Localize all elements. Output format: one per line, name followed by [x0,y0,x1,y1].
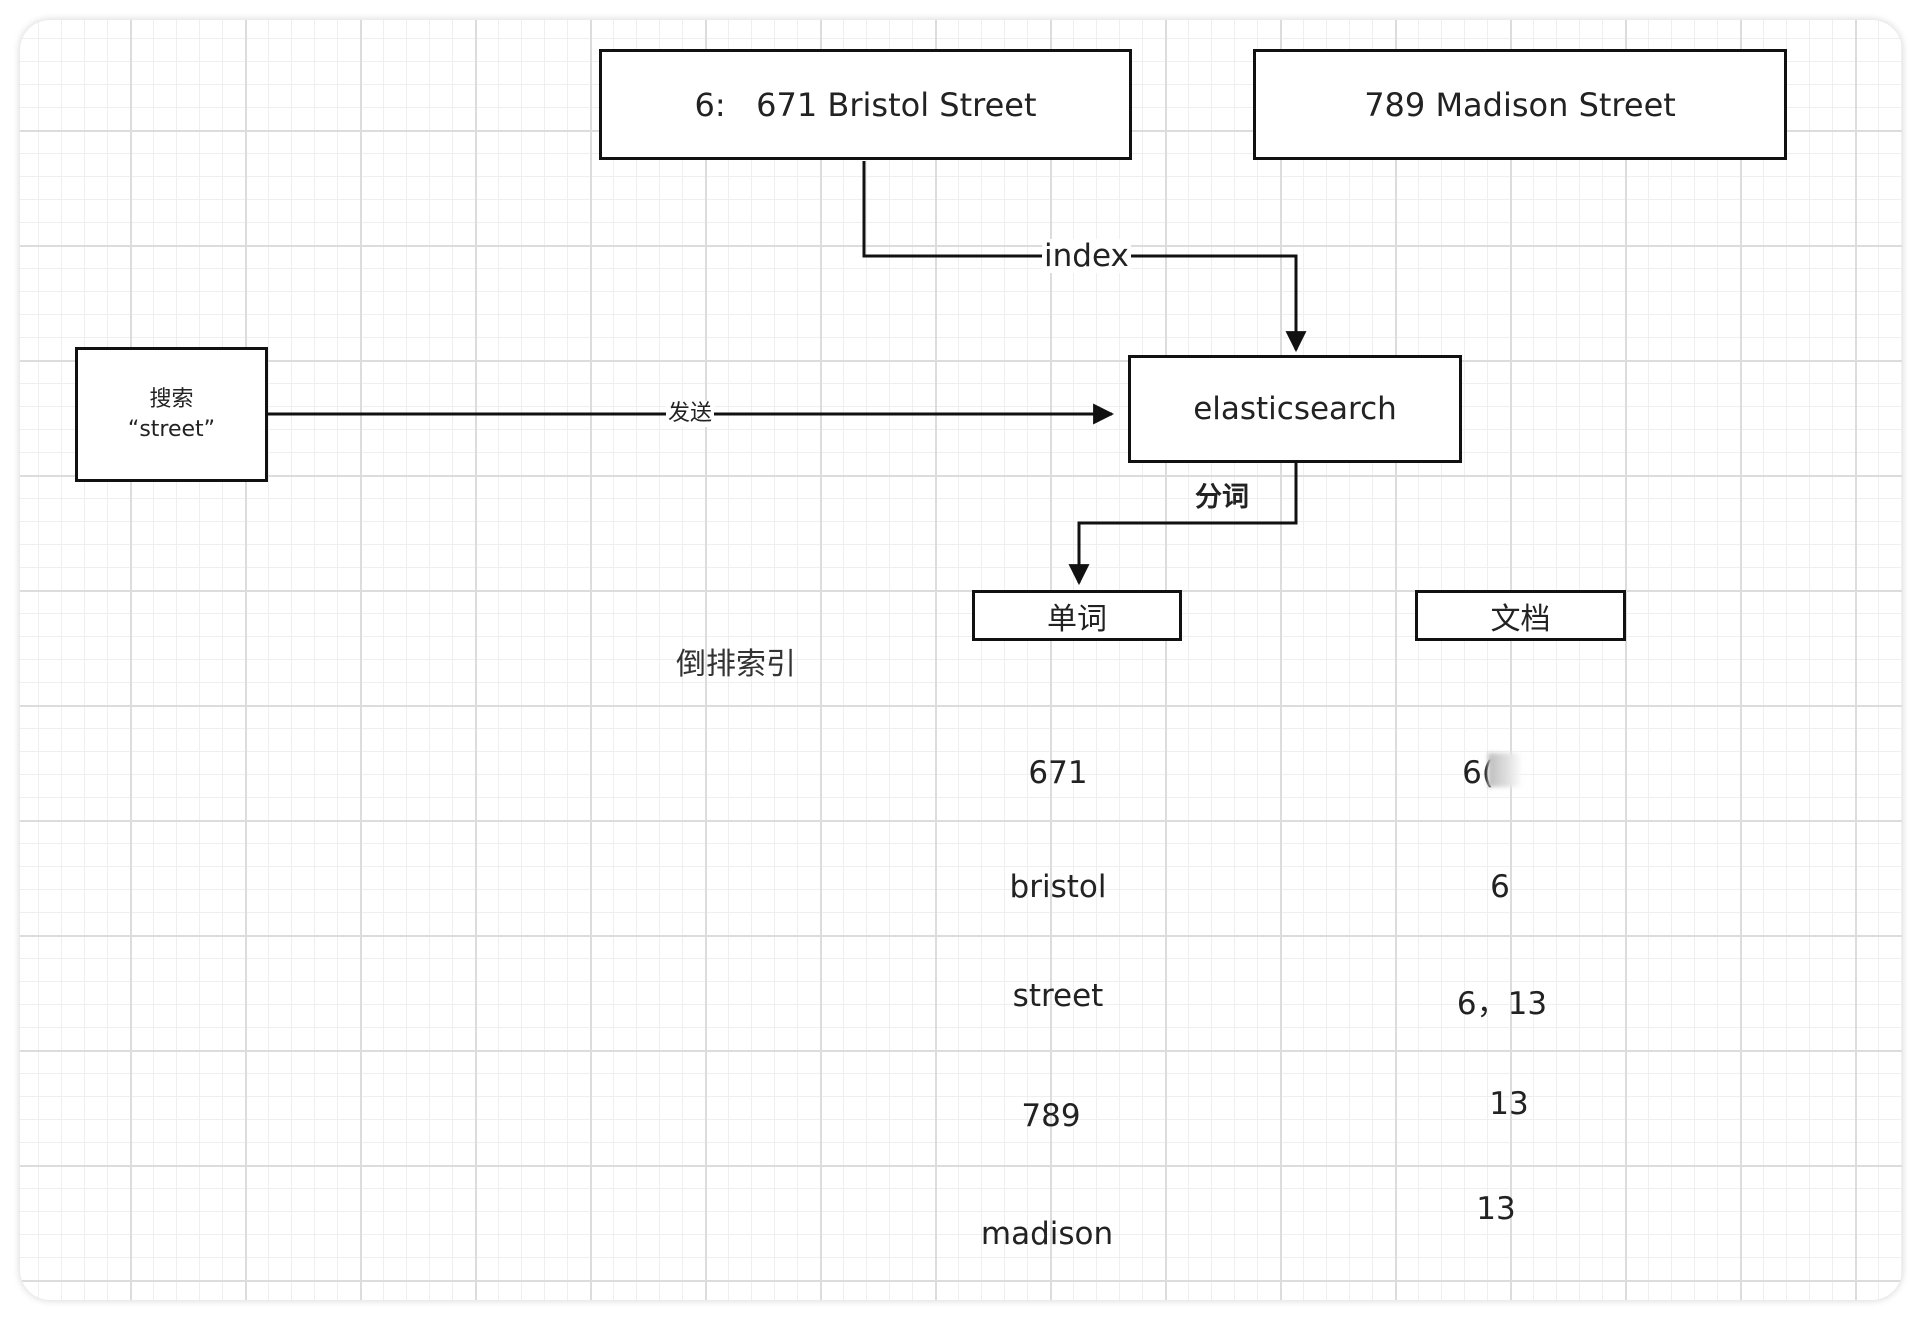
term-cell-671: 671 [1028,755,1088,791]
term-column-header: 单词 [972,590,1182,641]
search-query-box[interactable]: 搜索 “street” [75,347,268,482]
document-box-789-madison[interactable]: 789 Madison Street [1253,49,1787,160]
tokenize-connector [1068,461,1298,586]
document-box-671-bristol[interactable]: 6: 671 Bristol Street [599,49,1132,160]
tokenize-edge-label: 分词 [1195,482,1249,513]
elasticsearch-node[interactable]: elasticsearch [1128,355,1462,463]
term-cell-bristol: bristol [1009,869,1107,905]
docs-cell-bristol: 6 [1490,869,1510,905]
document-text: 6: 671 Bristol Street [694,85,1037,124]
docs-cell-street: 6，13 [1456,986,1548,1022]
blurred-area [1488,753,1522,787]
term-cell-street: street [1012,978,1104,1014]
connector-layer [266,161,1307,586]
term-cell-madison: madison [980,1216,1114,1252]
inverted-index-title: 倒排索引 [676,647,796,682]
diagram-canvas: 6: 671 Bristol Street 789 Madison Street… [20,20,1902,1300]
send-edge-label: 发送 [666,401,715,427]
docs-cell-789: 13 [1489,1086,1529,1122]
search-term: “street” [127,416,216,442]
engine-label: elasticsearch [1193,391,1397,427]
document-text: 789 Madison Street [1364,85,1676,124]
docs-column-header: 文档 [1415,590,1626,641]
index-edge-label: index [1042,238,1131,274]
term-cell-789: 789 [1021,1098,1081,1134]
search-label: 搜索 [149,386,194,412]
docs-cell-madison: 13 [1476,1191,1516,1227]
